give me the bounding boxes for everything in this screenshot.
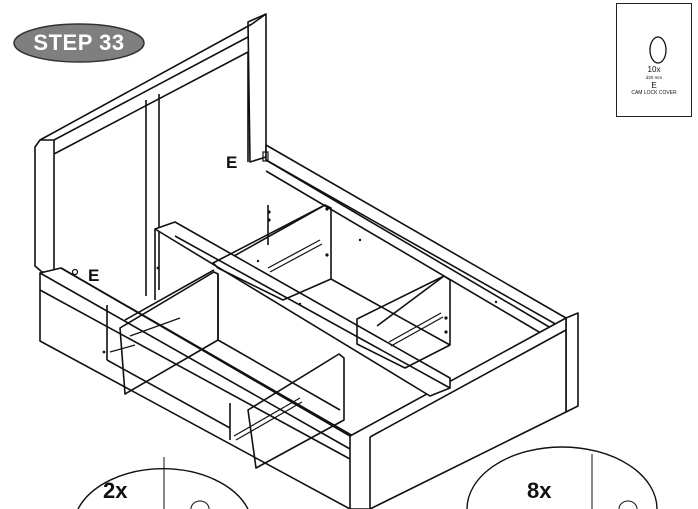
part-size: d20 mm bbox=[645, 75, 663, 80]
callout-top-e: E bbox=[226, 153, 238, 172]
part-name: CAM LOCK COVER bbox=[631, 90, 677, 96]
step-number: STEP 33 bbox=[33, 30, 125, 55]
step-badge: STEP 33 bbox=[12, 22, 146, 64]
part-code: E bbox=[651, 81, 657, 90]
detail-right-quantity: 8x bbox=[527, 478, 552, 503]
detail-left-quantity: 2x bbox=[103, 478, 128, 503]
step-badge-shape bbox=[13, 23, 145, 63]
cam-lock-cover-icon bbox=[649, 36, 667, 64]
callout-left-e: E bbox=[88, 266, 100, 285]
part-quantity: 10x bbox=[647, 65, 661, 74]
parts-list-box: 10x d20 mm E CAM LOCK COVER bbox=[616, 3, 692, 117]
